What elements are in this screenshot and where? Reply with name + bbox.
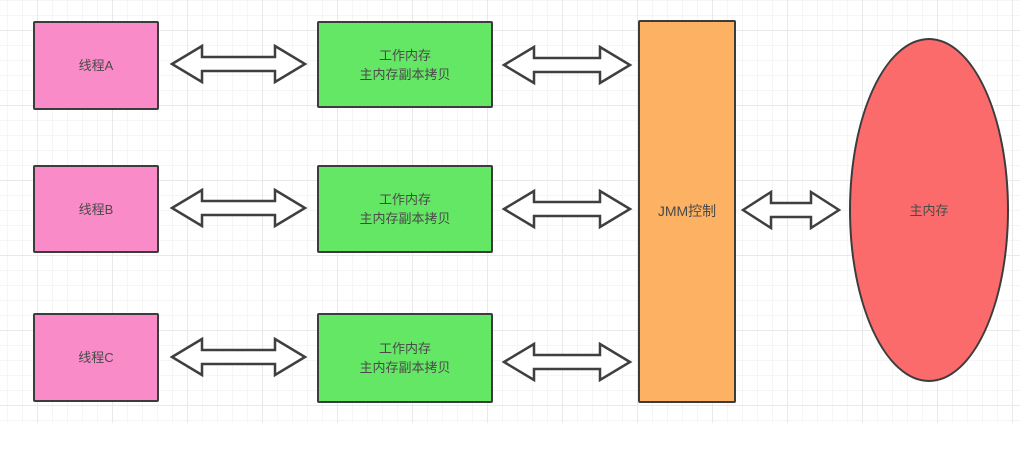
arrow-thread-b-work-memory-2	[169, 187, 308, 229]
thread-b-label: 线程B	[78, 201, 114, 217]
node-thread-b: 线程B	[33, 165, 159, 253]
work-memory-1-label: 工作内存 主内存副本拷贝	[359, 47, 451, 82]
arrow-work-memory-3-jmm	[501, 341, 633, 383]
arrow-thread-a-work-memory-1	[169, 43, 308, 85]
node-jmm-control: JMM控制	[638, 20, 736, 403]
thread-c-label: 线程C	[78, 350, 114, 365]
node-thread-c: 线程C	[33, 313, 159, 402]
arrow-thread-c-work-memory-3	[169, 336, 308, 378]
node-work-memory-1: 工作内存 主内存副本拷贝	[317, 21, 493, 108]
node-work-memory-3: 工作内存 主内存副本拷贝	[317, 313, 493, 403]
arrow-work-memory-2-jmm	[501, 188, 633, 230]
arrow-work-memory-1-jmm	[501, 44, 633, 86]
arrow-jmm-main-memory	[740, 189, 842, 231]
node-main-memory: 主内存	[849, 38, 1009, 382]
main-memory-label: 主内存	[909, 202, 949, 218]
jmm-control-label: JMM控制	[657, 203, 717, 219]
work-memory-3-label: 工作内存 主内存副本拷贝	[359, 341, 451, 375]
node-work-memory-2: 工作内存 主内存副本拷贝	[317, 165, 493, 253]
work-memory-2-label: 工作内存 主内存副本拷贝	[359, 192, 451, 226]
thread-a-label: 线程A	[78, 58, 114, 73]
node-thread-a: 线程A	[33, 21, 159, 110]
